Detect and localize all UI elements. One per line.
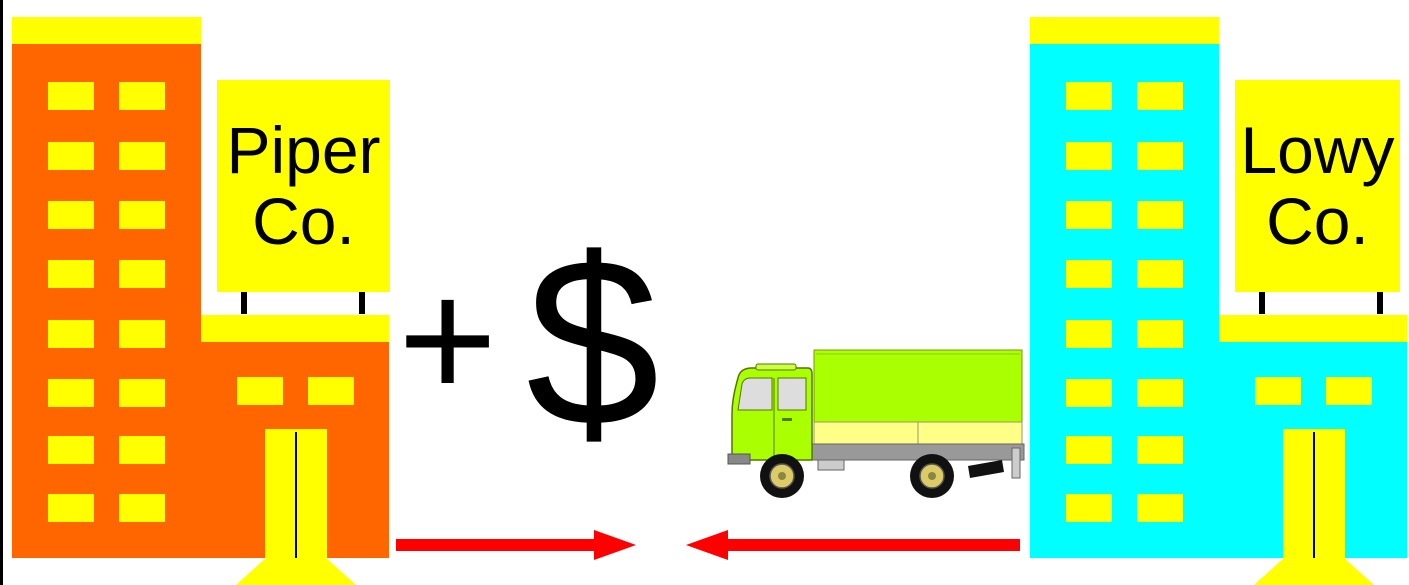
window [48,260,94,288]
left-tower-roof [12,17,201,44]
window [1066,436,1112,464]
window [48,142,94,170]
window [1066,320,1112,348]
window [1326,377,1372,405]
right-tower [1030,44,1219,558]
left-tower [12,44,201,558]
right-tower-roof [1030,17,1219,44]
left-sign-pole [359,292,365,314]
right-annex-roof [1219,315,1407,342]
window [48,379,94,407]
window [1255,377,1301,405]
window [1066,201,1112,229]
window [1137,494,1183,522]
window [1137,436,1183,464]
truck-icon [726,348,1026,504]
window [1137,320,1183,348]
window [1066,379,1112,407]
window [119,436,165,464]
right-sign: Lowy Co. [1235,80,1400,292]
window [48,201,94,229]
arrow-left-icon [684,528,1022,562]
right-sign-pole [1259,292,1265,314]
window [119,494,165,522]
left-door-step [236,558,356,585]
window [1137,379,1183,407]
window [1066,260,1112,288]
window [308,377,354,405]
left-sign: Piper Co. [217,80,390,292]
left-sign-pole [241,292,247,314]
left-annex-roof [201,315,389,342]
right-door-step [1254,558,1374,585]
window [1066,82,1112,110]
left-door-split [295,432,297,558]
window [119,201,165,229]
truck-wheel [760,454,804,498]
window [119,260,165,288]
right-sign-pole [1377,292,1383,314]
right-sign-line2: Co. [1266,186,1369,257]
window [1137,201,1183,229]
window [48,494,94,522]
window [1137,82,1183,110]
window [1066,142,1112,170]
window [237,377,283,405]
window [119,82,165,110]
plus-sign: + [398,255,497,425]
window [119,320,165,348]
window [1066,494,1112,522]
truck-wheel [910,454,954,498]
right-sign-line1: Lowy [1240,115,1394,186]
window [1137,142,1183,170]
window [119,142,165,170]
window [48,320,94,348]
arrow-right-icon [396,528,640,562]
right-door-split [1313,432,1315,558]
left-sign-line2: Co. [252,186,355,257]
left-sign-line1: Piper [226,115,380,186]
window [1137,260,1183,288]
window [48,436,94,464]
dollar-sign: $ [526,222,659,462]
frame-left-edge [0,0,3,585]
window [119,379,165,407]
window [48,82,94,110]
